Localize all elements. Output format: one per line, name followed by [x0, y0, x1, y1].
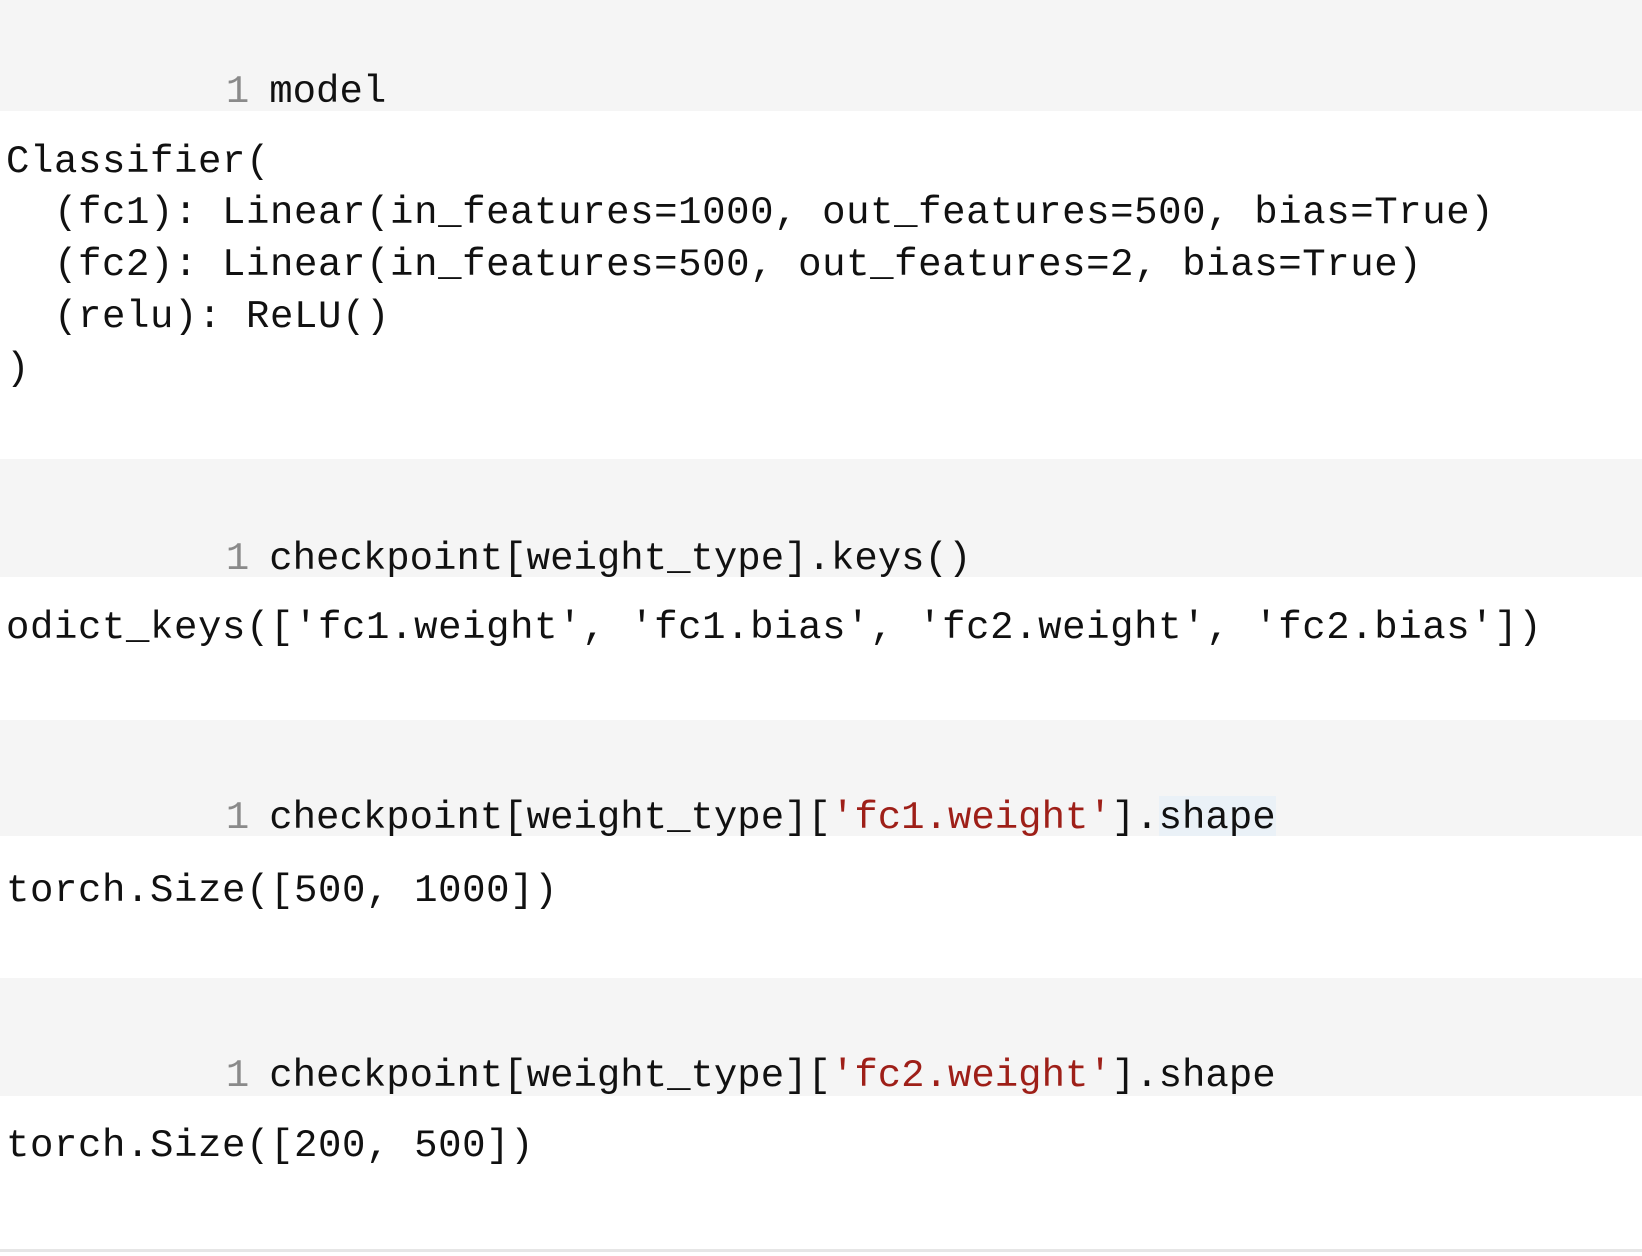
- code-line: 1 checkpoint[weight_type]['fc1.weight'].s…: [0, 760, 1276, 877]
- output-line: (relu): ReLU(): [6, 295, 391, 339]
- line-number: 1: [225, 537, 250, 581]
- output-cell-4: torch.Size([200, 500]): [0, 1096, 1642, 1246]
- line-number: 1: [225, 796, 250, 840]
- code-text: ].: [1111, 796, 1159, 840]
- line-number: 1: [225, 1054, 250, 1098]
- notebook-cell-4: 1 checkpoint[weight_type]['fc2.weight'].s…: [0, 978, 1642, 1246]
- code-input-cell-1[interactable]: 1 model: [0, 0, 1642, 112]
- string-literal: 'fc2.weight': [830, 1054, 1112, 1098]
- code-input-cell-4[interactable]: 1 checkpoint[weight_type]['fc2.weight'].s…: [0, 978, 1642, 1096]
- output-line: odict_keys(['fc1.weight', 'fc1.bias', 'f…: [6, 606, 1543, 650]
- output-cell-2: odict_keys(['fc1.weight', 'fc1.bias', 'f…: [0, 577, 1642, 720]
- output-cell-3: torch.Size([500, 1000]): [0, 836, 1642, 978]
- code-input-cell-2[interactable]: 1 checkpoint[weight_type].keys(): [0, 459, 1642, 579]
- code-line: 1 checkpoint[weight_type].keys(): [0, 501, 972, 618]
- string-literal: 'fc1.weight': [830, 796, 1112, 840]
- line-number: 1: [225, 70, 250, 114]
- notebook-cell-2: 1 checkpoint[weight_type].keys() odict_ke…: [0, 459, 1642, 720]
- output-line: Classifier(: [6, 140, 271, 184]
- output-line: torch.Size([500, 1000]): [6, 869, 559, 913]
- code-text: checkpoint[weight_type].keys(): [269, 537, 972, 581]
- code-text: model: [269, 70, 387, 114]
- output-cell-1: Classifier( (fc1): Linear(in_features=10…: [0, 111, 1642, 459]
- code-text: ].shape: [1111, 1054, 1276, 1098]
- output-line: ): [6, 347, 31, 391]
- output-line: torch.Size([200, 500]): [6, 1124, 535, 1168]
- output-line: (fc1): Linear(in_features=1000, out_feat…: [6, 191, 1495, 235]
- bottom-divider: [0, 1249, 1642, 1252]
- selected-text-highlight[interactable]: shape: [1158, 796, 1276, 840]
- code-line: 1 checkpoint[weight_type]['fc2.weight'].s…: [0, 1018, 1276, 1135]
- notebook-cell-1: 1 model Classifier( (fc1): Linear(in_feat…: [0, 0, 1642, 459]
- code-text: checkpoint[weight_type][: [269, 796, 831, 840]
- code-line: 1 model: [0, 34, 386, 151]
- notebook-cell-3: 1 checkpoint[weight_type]['fc1.weight'].s…: [0, 720, 1642, 978]
- code-text: checkpoint[weight_type][: [269, 1054, 831, 1098]
- code-input-cell-3[interactable]: 1 checkpoint[weight_type]['fc1.weight'].s…: [0, 720, 1642, 840]
- output-line: (fc2): Linear(in_features=500, out_featu…: [6, 243, 1423, 287]
